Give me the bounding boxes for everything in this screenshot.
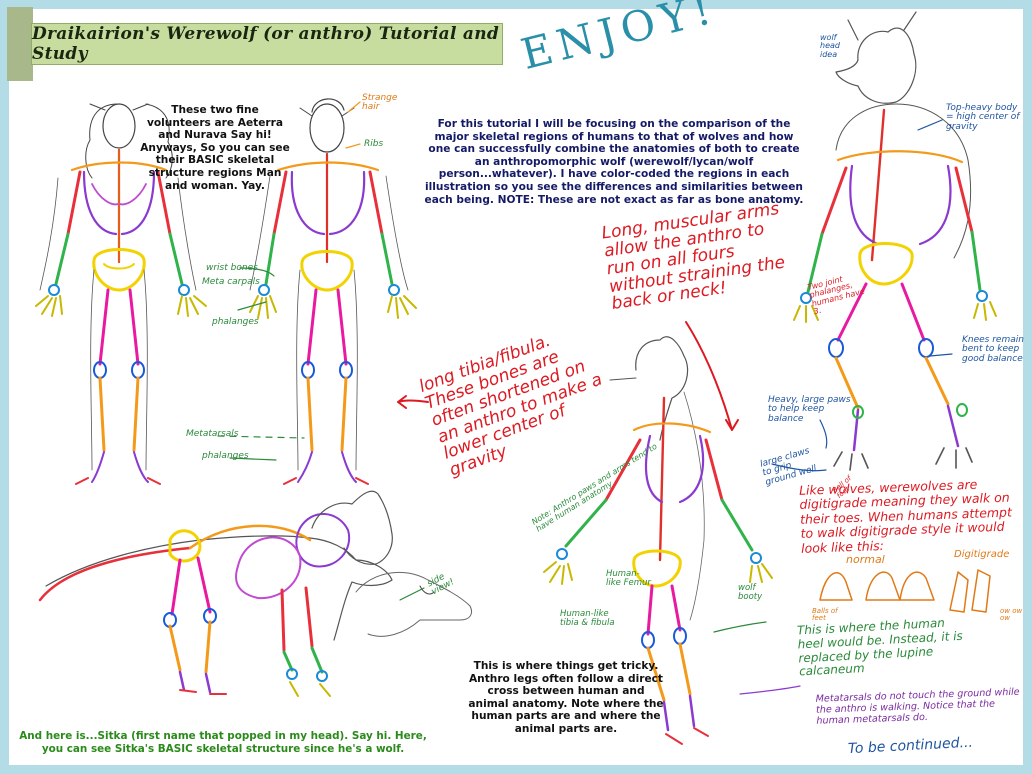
foot-diagrams — [819, 569, 991, 613]
label-metatarsals: Metatarsals — [186, 429, 239, 439]
label-balls-of-feet: Balls of feet — [812, 607, 838, 623]
werewolf-figure — [793, 11, 997, 471]
wolf-caption: And here is...Sitka (first name that pop… — [19, 730, 427, 755]
label-normal: normal — [846, 553, 885, 566]
anthro-figure — [543, 336, 773, 745]
label-heavy-paws: Heavy, large paws to help keep balance — [768, 395, 851, 424]
note-heel: This is where the human heel would be. I… — [796, 615, 964, 679]
arrows — [217, 101, 953, 695]
label-strange-hair: Strange hair — [362, 93, 398, 113]
label-phalanges: phalanges — [212, 317, 259, 327]
label-human-tibia: Human-like tibia & fibula — [560, 609, 615, 628]
man-figure — [249, 98, 417, 485]
label-knees: Knees remain bent to keep good balance — [962, 335, 1024, 364]
label-wrist-bones: wrist bones — [206, 263, 258, 273]
label-wolf-head: wolf head idea — [820, 33, 840, 59]
label-metacarpals: Meta carpals — [202, 277, 260, 287]
anthro-caption: This is where things get tricky. Anthro … — [468, 660, 664, 735]
wolf-figure — [38, 490, 473, 697]
label-human-femur: Human-like Femur — [606, 569, 651, 588]
label-phalanges-feet: phalanges — [202, 451, 249, 461]
label-ow: ow ow ow — [1000, 607, 1023, 623]
label-ribs: Ribs — [364, 139, 384, 149]
page-title: Draikairion's Werewolf (or anthro) Tutor… — [32, 24, 500, 64]
volunteers-intro: These two fine volunteers are Aeterra an… — [140, 104, 290, 192]
label-digitigrade: Digitigrade — [954, 549, 1010, 560]
title-banner: Draikairion's Werewolf (or anthro) Tutor… — [31, 23, 503, 65]
corner-tab — [7, 7, 33, 81]
label-wolf-booty: wolf booty — [738, 583, 763, 602]
label-top-heavy: Top-heavy body = high center of gravity — [946, 103, 1020, 132]
tutorial-intro: For this tutorial I will be focusing on … — [424, 118, 804, 206]
woman-figure — [35, 103, 207, 485]
